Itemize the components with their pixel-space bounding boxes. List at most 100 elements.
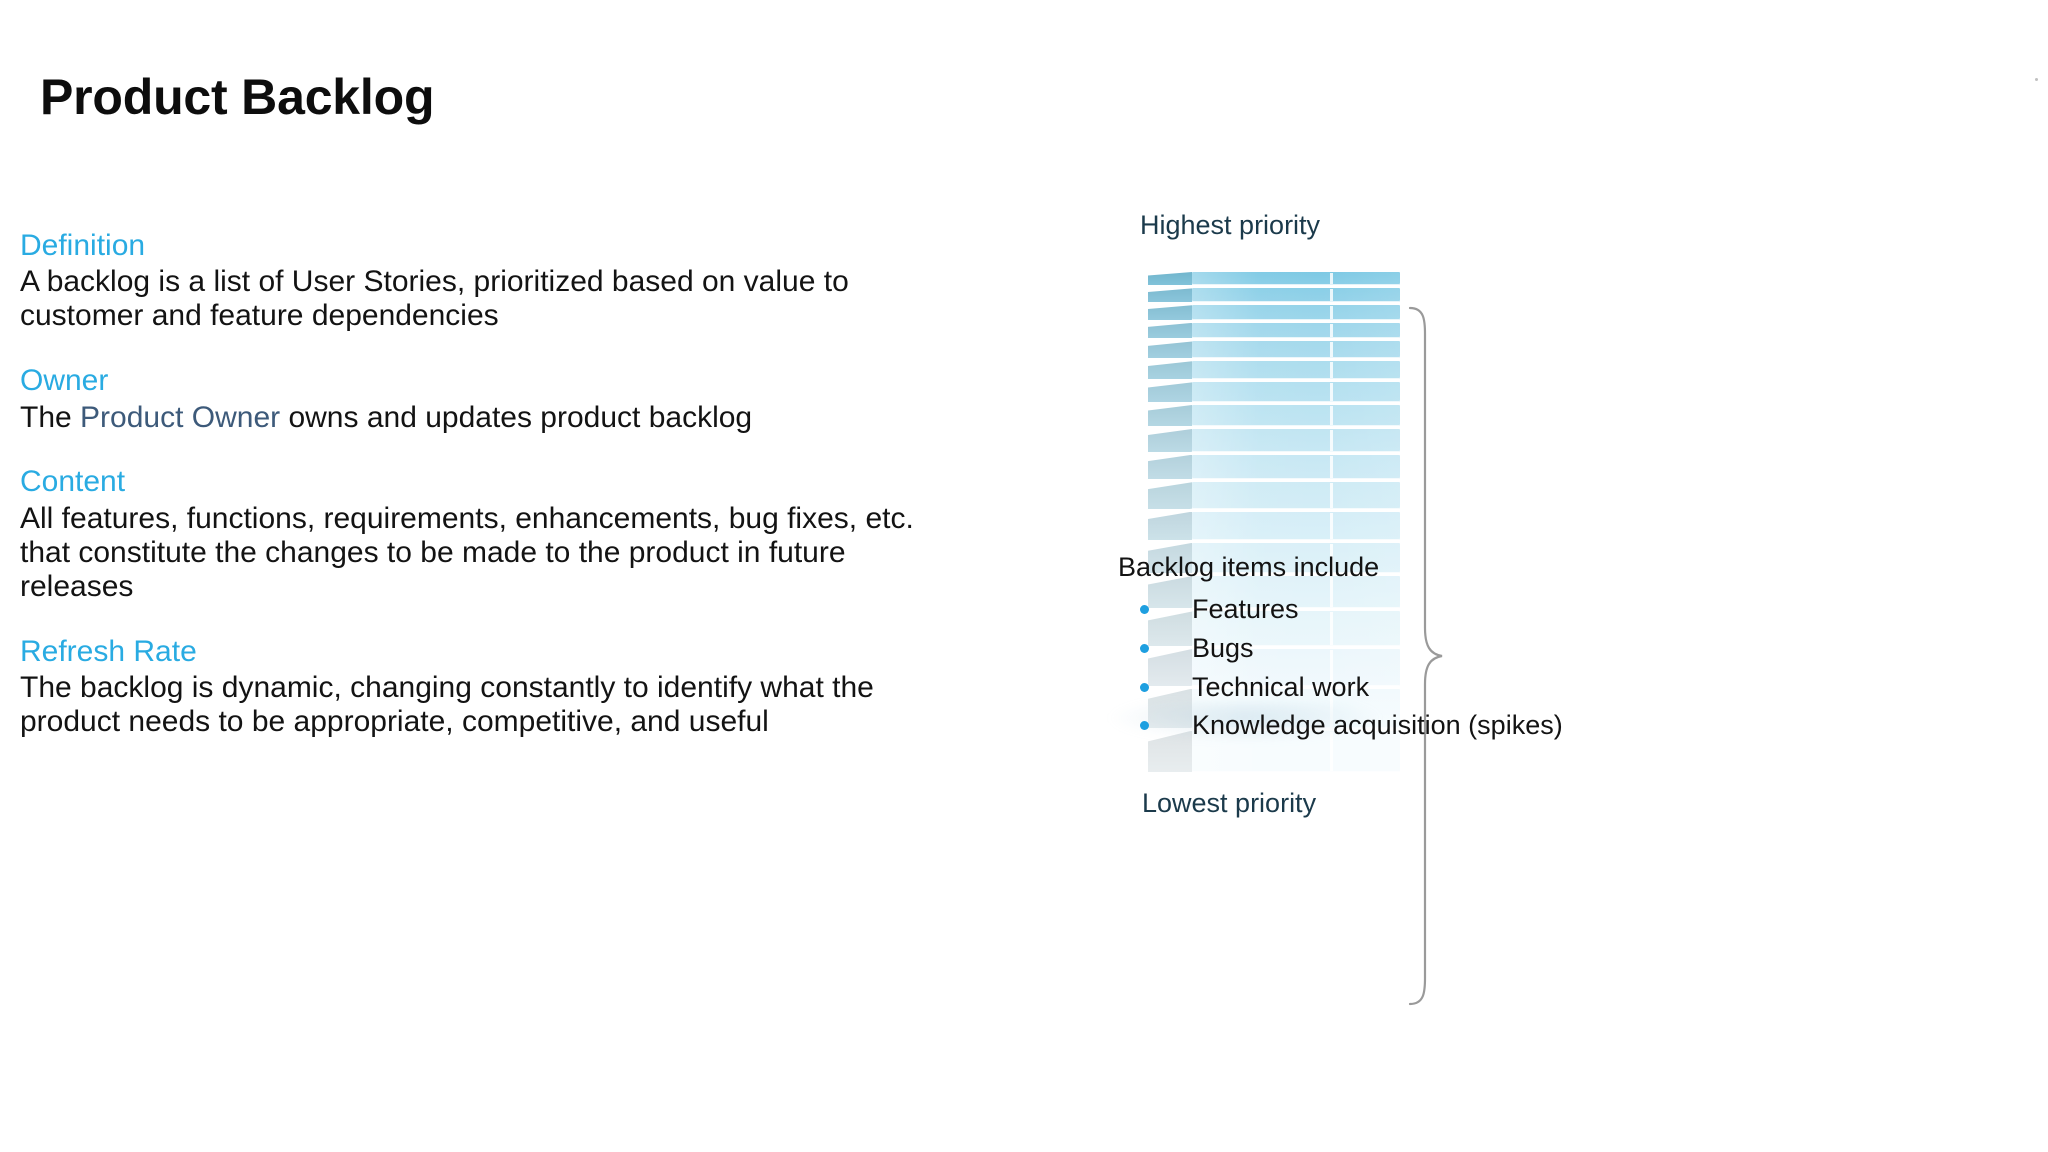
slab-sheen (1192, 511, 1400, 540)
slab-divider-line (1330, 273, 1333, 285)
slab-sheen (1192, 404, 1400, 427)
slab-side-face (1148, 361, 1192, 380)
backlog-stack-slab (1148, 511, 1400, 540)
slab-front-face (1192, 322, 1400, 339)
decorative-speck (2035, 78, 2038, 81)
slab-divider-line (1330, 512, 1333, 539)
slab-side-face (1148, 341, 1192, 359)
backlog-stack-slab (1148, 730, 1400, 772)
slab-front-face (1192, 688, 1400, 728)
backlog-stack-slab (1148, 382, 1400, 402)
slab-divider-line (1330, 383, 1333, 401)
bullet-dot-icon (1140, 682, 1149, 692)
slab-front-face (1192, 482, 1400, 509)
slab-front-face (1192, 272, 1400, 286)
slab-divider-line (1330, 612, 1333, 645)
bullet-dot-icon (1140, 643, 1149, 653)
slab-front-face (1192, 542, 1400, 574)
slab-front-face (1192, 404, 1400, 427)
lowest-priority-label: Lowest priority (1142, 788, 1317, 818)
owner-text-suffix: owns and updates product backlog (280, 400, 753, 434)
slab-sheen (1192, 305, 1400, 320)
section-body-refresh-rate: The backlog is dynamic, changing constan… (20, 670, 874, 738)
slab-side-face (1148, 305, 1192, 320)
section-body-content: All features, functions, requirements, e… (20, 501, 914, 603)
bullet-dot-icon (1140, 604, 1149, 614)
slab-sheen (1192, 322, 1400, 339)
slab-side-face (1148, 611, 1192, 646)
slab-side-face (1148, 542, 1192, 574)
content-column: Definition A backlog is a list of User S… (20, 228, 980, 739)
owner-role-accent: Product Owner (80, 400, 281, 434)
list-item-label: Bugs (1192, 632, 1254, 663)
backlog-stack-slab (1148, 454, 1400, 480)
slab-front-face (1192, 648, 1400, 686)
backlog-stack-slab (1148, 272, 1400, 286)
section-definition: Definition A backlog is a list of User S… (20, 228, 980, 333)
slab-sheen (1192, 730, 1400, 772)
stack-shadow (1110, 702, 1380, 742)
stack-slabs (1148, 272, 1400, 772)
backlog-stack-slab (1148, 305, 1400, 320)
slab-front-face (1192, 288, 1400, 303)
backlog-stack (1148, 272, 1400, 772)
slab-sheen (1192, 482, 1400, 509)
slab-sheen (1192, 288, 1400, 303)
list-item-label: Features (1192, 593, 1299, 624)
slab-divider-line (1330, 689, 1333, 727)
slab-side-face (1148, 576, 1192, 609)
backlog-stack-slab (1148, 361, 1400, 380)
slab-divider-line (1330, 342, 1333, 358)
slab-divider-line (1330, 306, 1333, 319)
section-body-owner: The Product Owner owns and updates produ… (20, 401, 960, 435)
slab-sheen (1192, 272, 1400, 286)
slab-divider-line (1330, 731, 1333, 771)
slab-front-face (1192, 382, 1400, 402)
slab-divider-line (1330, 289, 1333, 302)
slab-side-face (1148, 688, 1192, 728)
slab-side-face (1148, 648, 1192, 686)
slab-sheen (1192, 454, 1400, 480)
slab-front-face (1192, 305, 1400, 320)
section-heading-owner: Owner (20, 364, 109, 398)
backlog-stack-slab (1148, 288, 1400, 303)
slab-divider-line (1330, 405, 1333, 426)
slab-side-face (1148, 288, 1192, 303)
slab-front-face (1192, 454, 1400, 480)
list-item: Knowledge acquisition (spikes) (1140, 706, 1678, 745)
brace-bracket (1408, 306, 1444, 1006)
slab-sheen (1192, 576, 1400, 609)
slab-sheen (1192, 611, 1400, 646)
slab-front-face (1192, 361, 1400, 380)
list-item-label: Knowledge acquisition (spikes) (1192, 710, 1563, 741)
list-item: Bugs (1140, 629, 1678, 668)
priority-stack-graphic: Highest priority Lowest priority (1100, 210, 1660, 1050)
backlog-stack-slab (1148, 611, 1400, 646)
slab-divider-line (1330, 483, 1333, 508)
slab-front-face (1192, 429, 1400, 452)
page-title: Product Backlog (40, 69, 435, 125)
highest-priority-label: Highest priority (1140, 210, 1321, 240)
backlog-stack-slab (1148, 429, 1400, 452)
slab-sheen (1192, 688, 1400, 728)
slab-divider-line (1330, 362, 1333, 379)
list-item-label: Technical work (1192, 671, 1370, 702)
slab-divider-line (1330, 430, 1333, 451)
section-heading-definition: Definition (20, 229, 146, 262)
list-item: Features (1140, 590, 1678, 629)
section-refresh-rate: Refresh Rate The backlog is dynamic, cha… (20, 634, 980, 739)
backlog-stack-slab (1148, 404, 1400, 427)
slab-front-face (1192, 611, 1400, 646)
slab-sheen (1192, 341, 1400, 359)
section-heading-refresh-rate: Refresh Rate (20, 634, 197, 668)
list-item: Technical work (1140, 668, 1678, 707)
slab-side-face (1148, 382, 1192, 402)
backlog-stack-slab (1148, 341, 1400, 359)
section-heading-content: Content (20, 465, 126, 499)
owner-text-prefix: The (20, 400, 81, 434)
slab-side-face (1148, 482, 1192, 509)
slab-sheen (1192, 361, 1400, 380)
slab-front-face (1192, 511, 1400, 540)
backlog-stack-slab (1148, 648, 1400, 686)
